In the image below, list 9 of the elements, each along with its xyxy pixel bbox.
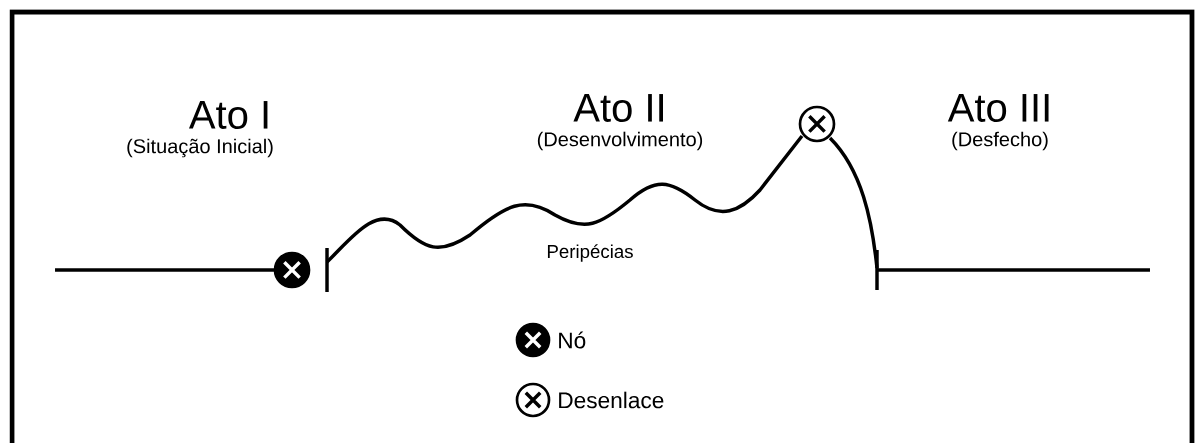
act-subtitle: (Desfecho)	[952, 131, 1048, 151]
act-subtitle: (Situação Inicial)	[127, 138, 273, 158]
act-title: Ato I	[188, 101, 268, 129]
legend-text: Desenlace	[559, 391, 664, 409]
act-subtitle: (Desenvolvimento)	[537, 131, 703, 151]
curve-label: Peripécias	[547, 244, 633, 262]
act-title: Ato II	[573, 94, 663, 122]
act-title: Ato III	[947, 94, 1049, 122]
legend-text: Nó	[559, 331, 586, 349]
